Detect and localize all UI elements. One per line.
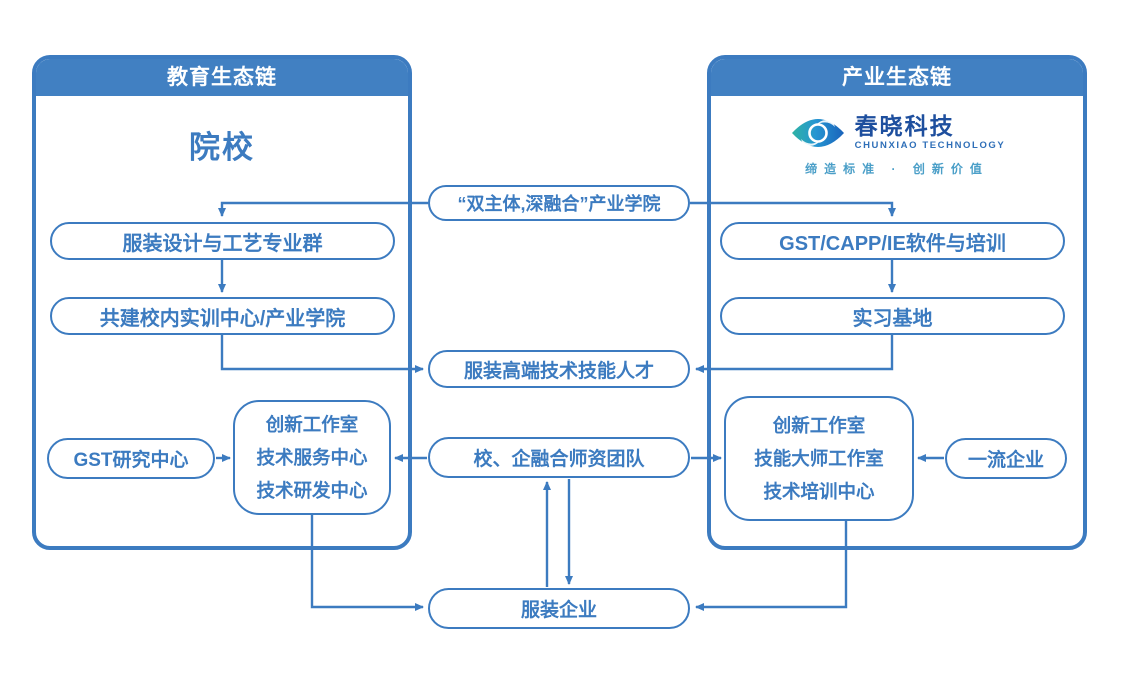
- gst-research-center-label: GST研究中心: [73, 450, 189, 471]
- edu-cluster-line2: 技术服务中心: [256, 447, 368, 468]
- ind-box-internship-base-label: 实习基地: [852, 307, 933, 330]
- garment-enterprise-node-label: 服装企业: [520, 600, 597, 621]
- ind-cluster-line3: 技术培训中心: [763, 481, 875, 502]
- talent-node: 服装高端技术技能人才: [428, 350, 690, 388]
- ind-innovation-cluster: 创新工作室 技能大师工作室 技术培训中心: [724, 396, 914, 521]
- chunxiao-logo: 春晓科技 CHUNXIAO TECHNOLOGY 缔造标准 · 创新价值: [707, 113, 1087, 177]
- edu-cluster-line3: 技术研发中心: [256, 480, 368, 501]
- edu-box-design-group: 服装设计与工艺专业群: [50, 222, 395, 260]
- education-panel-header: 教育生态链: [36, 59, 408, 96]
- edu-cluster-line1: 创新工作室: [265, 414, 359, 435]
- logo-subtitle: CHUNXIAO TECHNOLOGY: [854, 140, 1006, 151]
- chunxiao-logo-icon: [791, 119, 844, 147]
- dual-subject-college: “双主体,深融合”产业学院: [428, 185, 690, 221]
- gst-research-center: GST研究中心: [47, 438, 215, 479]
- dual-subject-college-label: “双主体,深融合”产业学院: [457, 194, 661, 214]
- college-title: 院校: [189, 130, 255, 165]
- first-class-enterprise-label: 一流企业: [967, 450, 1044, 471]
- teacher-team-node-label: 校、企融合师资团队: [473, 449, 645, 470]
- industry-panel-header: 产业生态链: [711, 59, 1083, 96]
- edu-box-training-center-label: 共建校内实训中心/产业学院: [99, 307, 346, 330]
- ind-box-internship-base: 实习基地: [720, 297, 1065, 335]
- logo-tagline: 缔造标准 · 创新价值: [805, 162, 989, 176]
- logo-name: 春晓科技: [854, 113, 955, 139]
- edu-innovation-cluster: 创新工作室 技术服务中心 技术研发中心: [233, 400, 391, 515]
- edu-box-design-group-label: 服装设计与工艺专业群: [122, 232, 323, 255]
- ind-cluster-line2: 技能大师工作室: [754, 448, 884, 469]
- teacher-team-node: 校、企融合师资团队: [428, 437, 690, 478]
- edu-box-training-center: 共建校内实训中心/产业学院: [50, 297, 395, 335]
- talent-node-label: 服装高端技术技能人才: [463, 360, 654, 382]
- ind-box-software-training-label: GST/CAPP/IE软件与培训: [779, 232, 1006, 255]
- first-class-enterprise: 一流企业: [945, 438, 1067, 479]
- ind-box-software-training: GST/CAPP/IE软件与培训: [720, 222, 1065, 260]
- ind-cluster-line1: 创新工作室: [772, 415, 866, 436]
- garment-enterprise-node: 服装企业: [428, 588, 690, 629]
